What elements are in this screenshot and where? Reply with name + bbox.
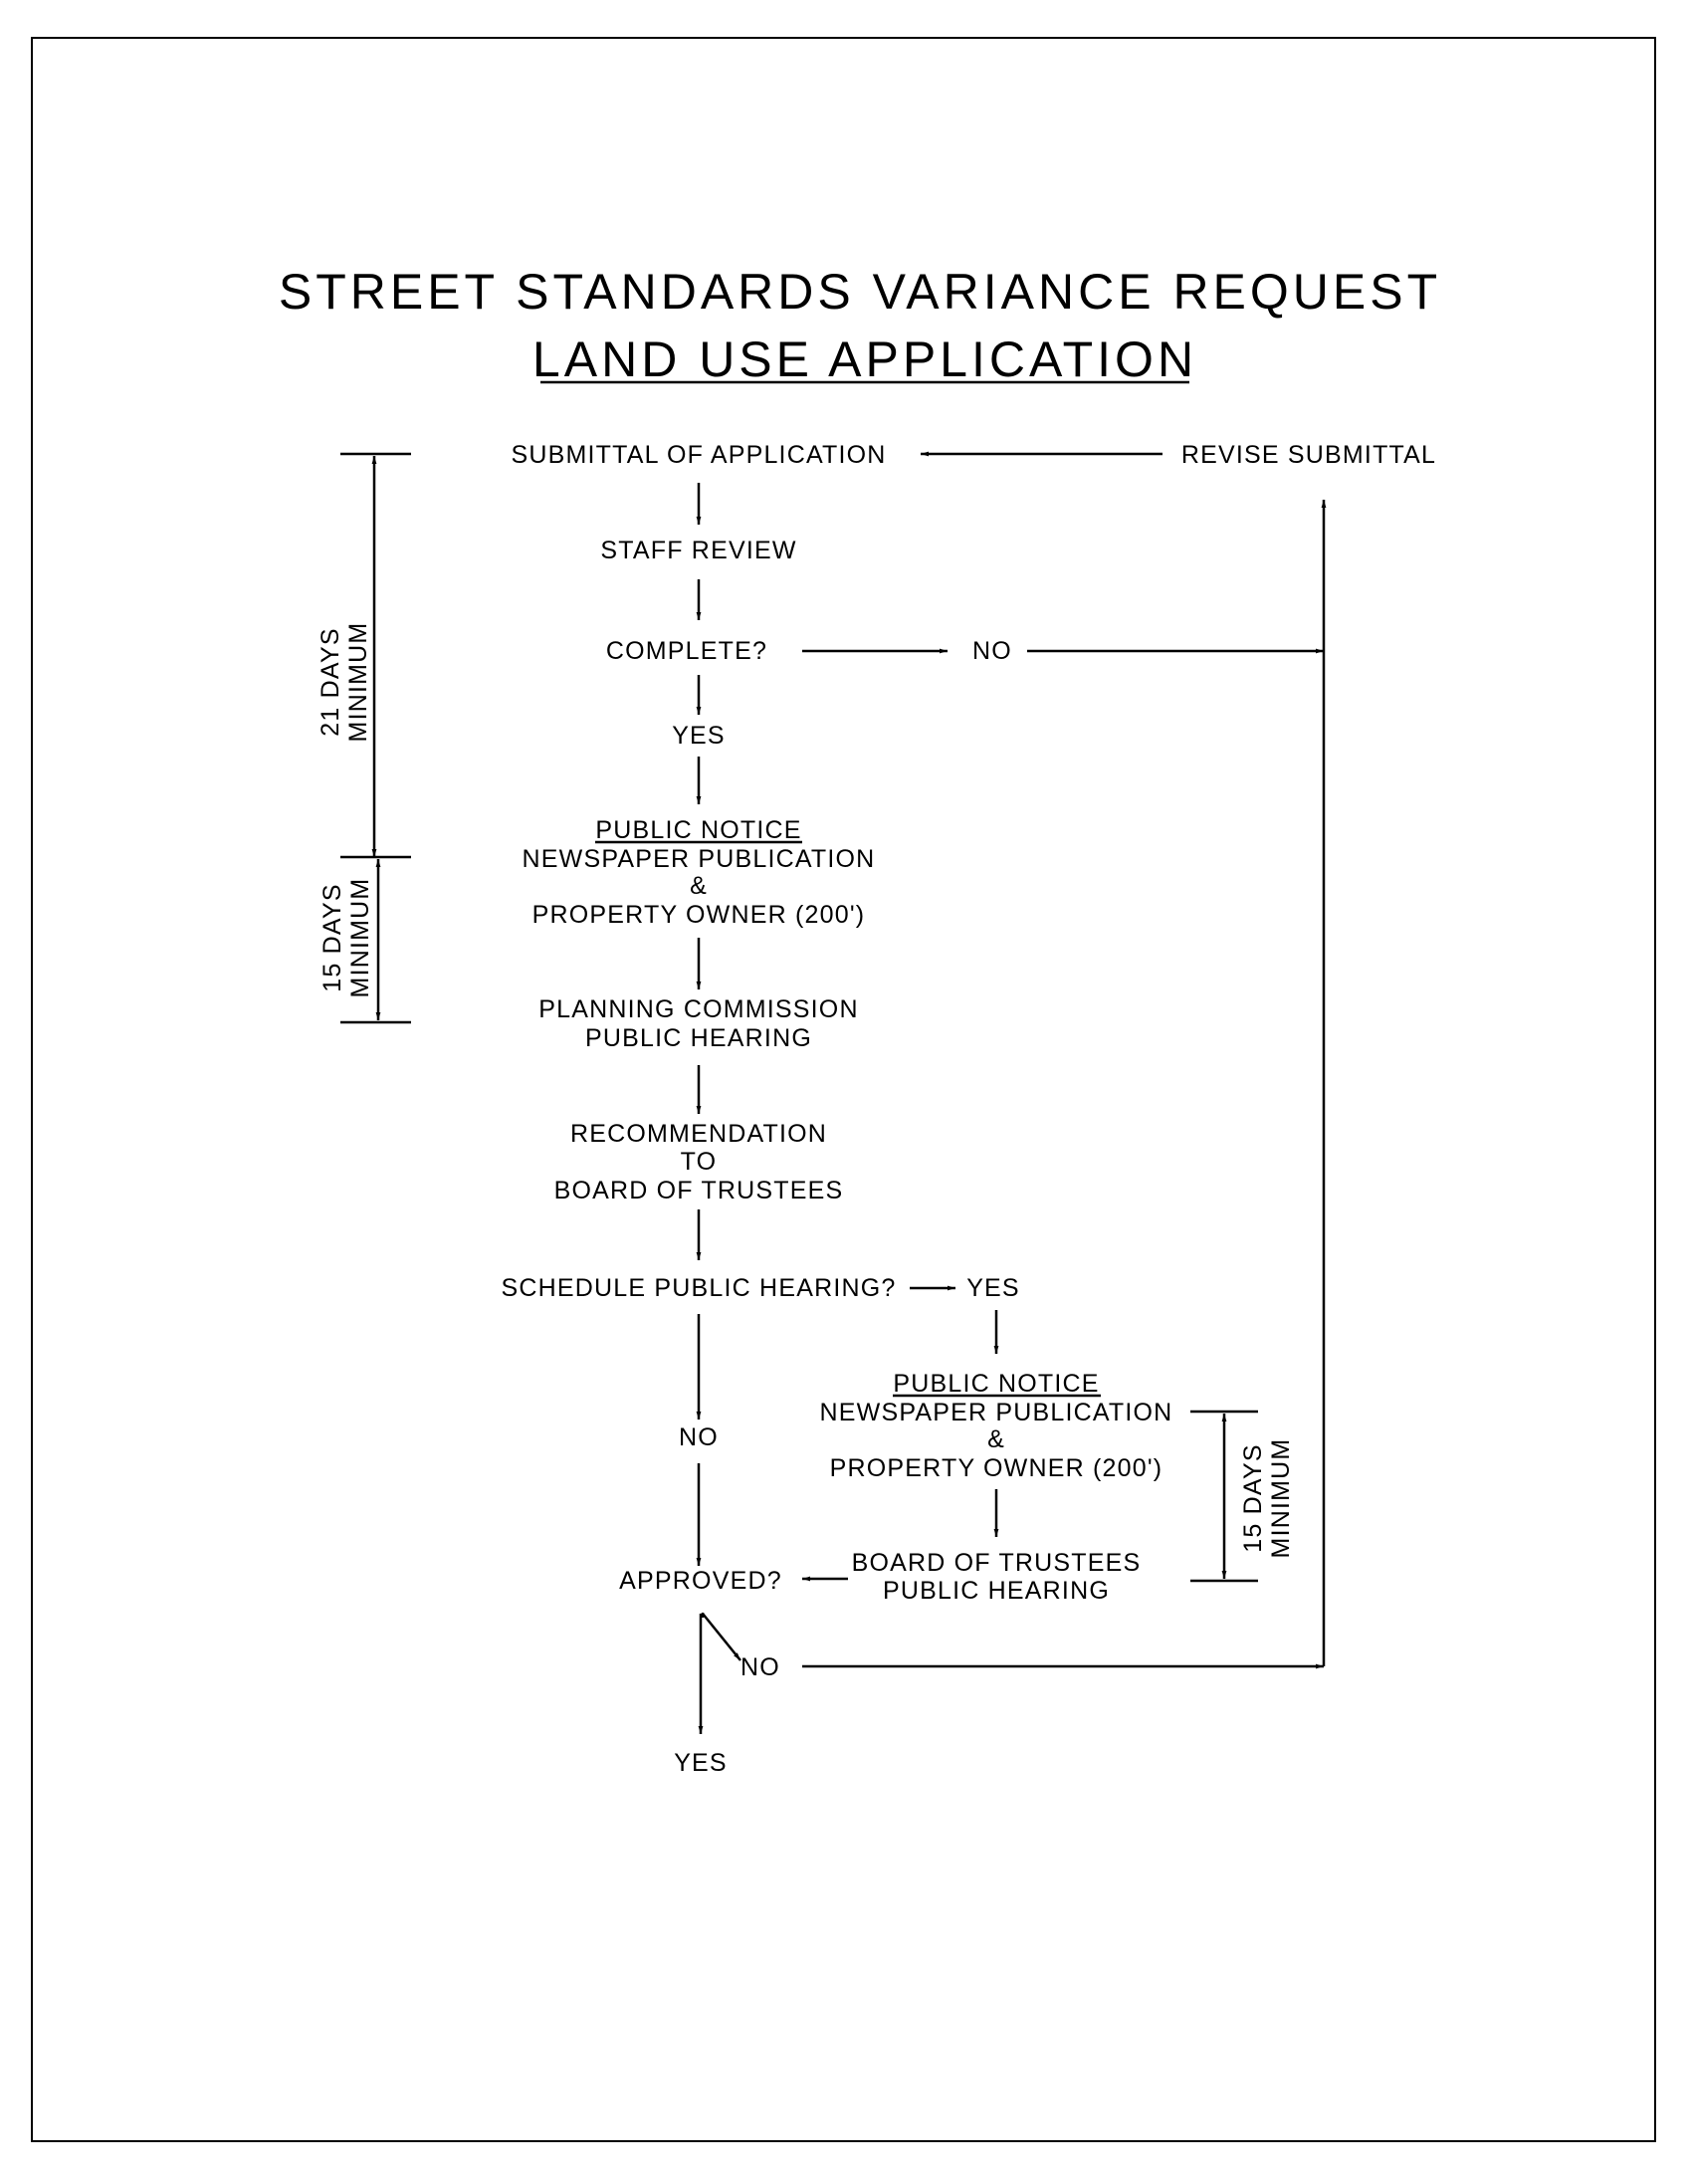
- dim-15a-line1: 15 DAYS: [318, 883, 346, 991]
- dim-21-label: 21 DAYS MINIMUM: [317, 622, 372, 743]
- notice1-line1: NEWSPAPER PUBLICATION: [523, 845, 876, 873]
- dim-15b-line2: MINIMUM: [1267, 1438, 1295, 1559]
- staff-review-label: STAFF REVIEW: [600, 537, 796, 564]
- notice2-amp: &: [987, 1425, 1005, 1453]
- notice1-amp: &: [690, 872, 708, 900]
- recommendation-line2: TO: [681, 1148, 718, 1176]
- revise-submittal-label: REVISE SUBMITTAL: [1181, 441, 1436, 469]
- notice2-line2: PROPERTY OWNER (200'): [830, 1454, 1163, 1482]
- complete-label: COMPLETE?: [606, 637, 767, 665]
- schedule-no-label: NO: [679, 1423, 719, 1451]
- approved-no-label: NO: [740, 1653, 780, 1681]
- notice2-heading: PUBLIC NOTICE: [893, 1370, 1099, 1398]
- dim-21-line2: MINIMUM: [344, 622, 372, 743]
- notice1-line2: PROPERTY OWNER (200'): [532, 901, 866, 929]
- approved-yes-label: YES: [674, 1749, 728, 1777]
- dim-15b-line1: 15 DAYS: [1239, 1443, 1267, 1552]
- title-line1: STREET STANDARDS VARIANCE REQUEST: [279, 264, 1441, 320]
- complete-yes-label: YES: [672, 722, 726, 750]
- approved-label: APPROVED?: [619, 1567, 782, 1595]
- page-border: [31, 37, 1656, 2142]
- recommendation-line3: BOARD OF TRUSTEES: [554, 1177, 844, 1204]
- planning-line2: PUBLIC HEARING: [585, 1024, 812, 1052]
- notice1-heading: PUBLIC NOTICE: [595, 816, 801, 844]
- dim-15a-line2: MINIMUM: [346, 878, 374, 998]
- planning-line1: PLANNING COMMISSION: [538, 995, 858, 1023]
- schedule-label: SCHEDULE PUBLIC HEARING?: [502, 1274, 897, 1302]
- complete-no-label: NO: [972, 637, 1012, 665]
- board-hearing-line2: PUBLIC HEARING: [883, 1577, 1110, 1605]
- submittal-label: SUBMITTAL OF APPLICATION: [511, 441, 886, 469]
- title-line2: LAND USE APPLICATION: [532, 331, 1197, 387]
- schedule-yes-label: YES: [966, 1274, 1020, 1302]
- notice2-line1: NEWSPAPER PUBLICATION: [820, 1399, 1173, 1426]
- board-hearing-line1: BOARD OF TRUSTEES: [852, 1549, 1142, 1577]
- arrow-approved-to-no: [702, 1613, 741, 1661]
- dim-21-line1: 21 DAYS: [317, 627, 344, 736]
- recommendation-line1: RECOMMENDATION: [570, 1120, 827, 1148]
